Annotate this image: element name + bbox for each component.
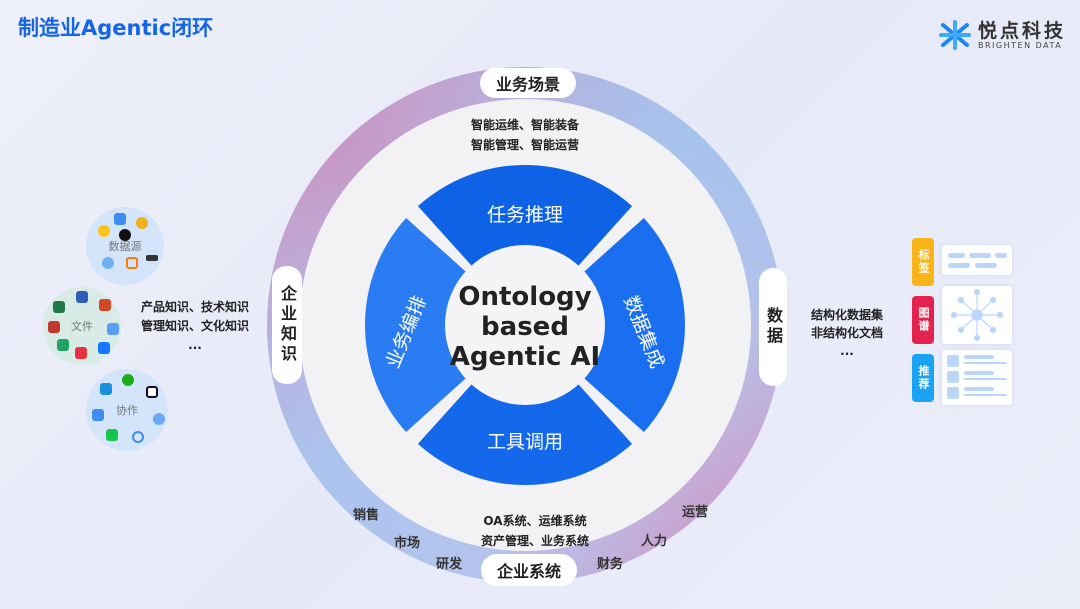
- hive-icon: [136, 217, 148, 229]
- center-line-1: Ontology: [458, 282, 592, 312]
- notion-icon: [146, 386, 158, 398]
- dept-rnd: 研发: [436, 557, 463, 572]
- sheet-icon: [57, 339, 69, 351]
- knowledge-description: 产品知识、技术知识 管理知识、文化知识 ...: [130, 298, 260, 355]
- dept-operations: 运营: [682, 505, 709, 520]
- scenario-line-2: 智能管理、智能运营: [470, 138, 579, 152]
- systems-line-2: 资产管理、业务系统: [480, 534, 589, 548]
- slide-title: 制造业Agentic闭环: [18, 16, 214, 40]
- knowledge-line-1: 产品知识、技术知识: [140, 300, 249, 314]
- logo-icon: [939, 20, 971, 50]
- powerpoint-icon: [99, 299, 111, 311]
- logo-name: 悦点科技: [978, 19, 1067, 42]
- graph-card: [942, 286, 1012, 344]
- pill-enterprise-systems: 企业系统: [481, 554, 577, 586]
- doc-icon: [107, 323, 119, 335]
- database-icon: [114, 213, 126, 225]
- center-circle: [445, 245, 605, 405]
- bubble-files-label: 文件: [71, 320, 93, 333]
- tag-graph-badge: 图谱: [912, 296, 934, 344]
- dept-finance: 财务: [597, 557, 624, 572]
- systems-line-1: OA系统、运维系统: [483, 514, 587, 528]
- dept-sales: 销售: [353, 508, 380, 523]
- tags-card: [942, 245, 1012, 275]
- bubble-collaboration: 协作: [86, 369, 168, 451]
- company-logo: 悦点科技 BRIGHTEN DATA: [938, 20, 1066, 50]
- segment-tool-calling-arc: [417, 382, 633, 486]
- dept-hr: 人力: [641, 534, 668, 549]
- aliyun-icon: [126, 257, 138, 269]
- pdf-icon: [48, 321, 60, 333]
- dept-marketing: 市场: [394, 536, 421, 551]
- hadoop-icon: [98, 225, 110, 237]
- pill-business-scenarios: 业务场景: [480, 68, 576, 98]
- bubble-collaboration-label: 协作: [116, 404, 138, 417]
- dingtalk-icon: [92, 409, 104, 421]
- wechat-icon: [122, 374, 134, 386]
- tag-recommend-badge: 推荐: [912, 354, 934, 402]
- knowledge-ellipsis: ...: [188, 338, 202, 352]
- pill-data: 数据: [759, 268, 787, 386]
- scenario-line-1: 智能运维、智能装备: [470, 118, 579, 132]
- data-description: 结构化数据集 非结构化文档 ...: [802, 306, 892, 360]
- tag-label-badge: 标签: [912, 238, 934, 286]
- recommend-card: [942, 350, 1012, 405]
- scenario-description: 智能运维、智能装备 智能管理、智能运营: [445, 115, 605, 155]
- send-icon: [153, 413, 165, 425]
- bubble-files: 文件: [43, 287, 121, 365]
- bubble-data-sources: 数据源: [86, 207, 164, 285]
- word-icon: [76, 291, 88, 303]
- logo-subtitle: BRIGHTEN DATA: [978, 40, 1063, 50]
- opengauss-icon: [119, 229, 131, 241]
- aws-icon: [146, 255, 158, 261]
- feishu-icon: [100, 383, 112, 395]
- knowledge-graph-icon: [950, 288, 1004, 342]
- segment-task-reasoning: 任务推理: [486, 204, 563, 226]
- segment-business-orchestration-arc: [364, 217, 468, 433]
- center-line-3: Agentic AI: [449, 342, 601, 372]
- knowledge-line-2: 管理知识、文化知识: [140, 319, 249, 333]
- segment-data-integration-arc: [582, 217, 685, 433]
- pill-enterprise-knowledge: 企业知识: [272, 266, 302, 384]
- data-line-1: 结构化数据集: [810, 308, 883, 322]
- segment-task-reasoning-arc: [417, 164, 633, 268]
- bubble-data-sources-label: 数据源: [108, 240, 142, 253]
- recycle-icon: [106, 429, 118, 441]
- cloud-icon: [102, 257, 114, 269]
- excel-icon: [53, 301, 65, 313]
- data-line-2: 非结构化文档: [810, 326, 883, 340]
- wps-icon: [75, 347, 87, 359]
- systems-description: OA系统、运维系统 资产管理、业务系统: [455, 511, 615, 551]
- wecom-icon: [132, 431, 144, 443]
- center-line-2: based: [481, 312, 569, 342]
- data-ellipsis: ...: [840, 344, 854, 358]
- feishu-doc-icon: [98, 342, 110, 354]
- center-label: Ontology based Agentic AI: [445, 282, 605, 372]
- segment-tool-calling: 工具调用: [486, 431, 563, 453]
